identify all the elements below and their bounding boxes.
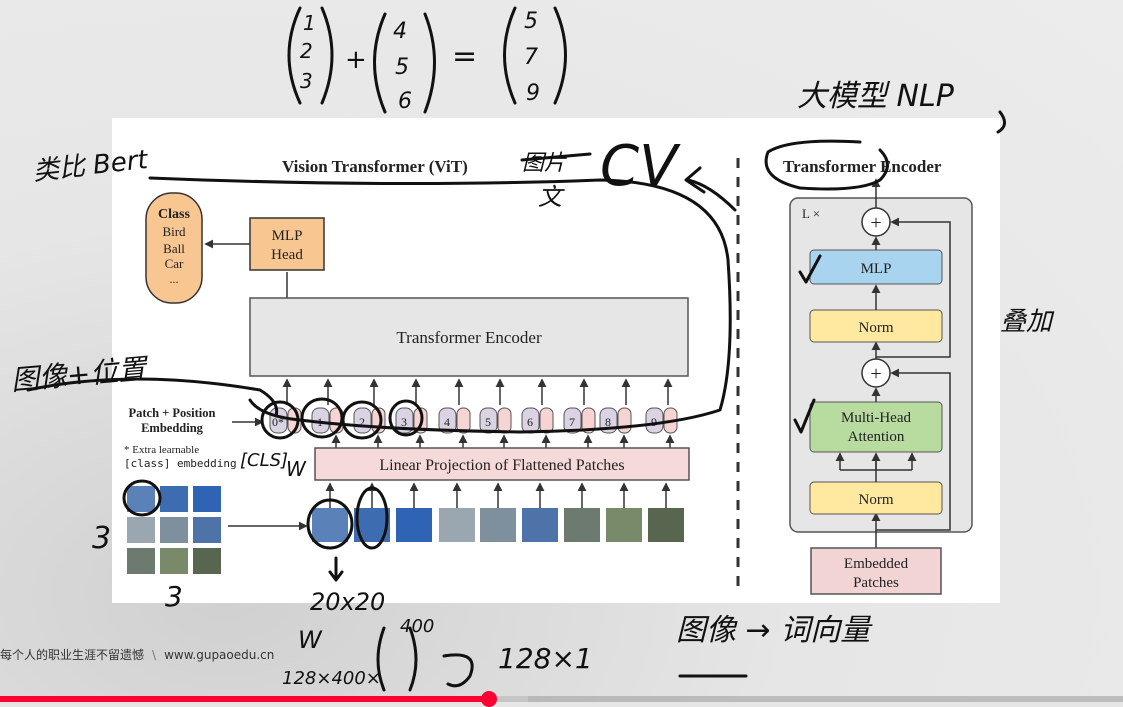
- extra-note-line1: * Extra learnable: [124, 444, 199, 456]
- encoder-title-circle: [764, 139, 889, 191]
- note-w-math: 128×400×: [282, 668, 381, 689]
- vec-a-3: 3: [300, 69, 313, 93]
- class-title: Class: [158, 207, 190, 222]
- mha-line1: Multi-Head: [841, 410, 911, 426]
- mlp-block-label: MLP: [861, 261, 892, 277]
- patch-thumb: [564, 508, 600, 542]
- encoder-block: L × Norm Multi-Head Attention + Norm MLP…: [789, 178, 973, 548]
- patch-embedding-line1: Patch + Position: [129, 406, 216, 420]
- extra-note-line2: [class] embedding: [124, 457, 237, 470]
- progress-fill: [0, 696, 489, 702]
- note-grid-bottom: 3: [165, 580, 183, 613]
- footer-url[interactable]: www.gupaoedu.cn: [164, 648, 275, 662]
- token-up-arrows: [282, 378, 673, 405]
- class-item-car: Car: [165, 256, 184, 271]
- linear-projection-label: Linear Projection of Flattened Patches: [379, 457, 624, 474]
- patch-thumb: [480, 508, 516, 542]
- patch-embedding-line2: Embedding: [141, 421, 204, 435]
- note-patch-size: 20x20: [310, 588, 385, 616]
- linear-projection-box: Linear Projection of Flattened Patches: [314, 447, 690, 481]
- note-big-model: 大模型 NLP: [797, 79, 955, 114]
- note-cut-1: 图片: [522, 151, 568, 176]
- mlp-head-line2: Head: [271, 247, 303, 263]
- token-9-label: 9: [651, 415, 657, 429]
- note-cls: [CLS]: [240, 450, 288, 471]
- class-box: Class Bird Ball Car ...: [145, 192, 203, 304]
- token-4-label: 4: [444, 415, 450, 429]
- plus-top-label: +: [870, 212, 881, 234]
- patch-thumb: [522, 508, 558, 542]
- image-grid: [127, 486, 221, 574]
- video-progress-bar[interactable]: [0, 691, 1123, 707]
- patch-thumb: [312, 508, 348, 542]
- vec-a-2: 2: [300, 39, 313, 63]
- vec-s-2: 7: [524, 45, 538, 70]
- note-image-to-word: 图像 → 词向量: [676, 613, 873, 648]
- transformer-encoder-label: Transformer Encoder: [396, 328, 542, 347]
- token-circles: [260, 397, 424, 440]
- vec-b-3: 6: [398, 89, 412, 114]
- proj-up-arrows: [331, 434, 675, 448]
- footer-separator: \: [152, 648, 157, 662]
- scrubber-handle[interactable]: [480, 691, 497, 707]
- token-3-label: 3: [401, 415, 407, 429]
- footer-slogan: 每个人的职业生涯不留遗憾: [0, 648, 145, 662]
- patch-thumb: [439, 508, 475, 542]
- mha-line2: Attention: [848, 429, 905, 445]
- note-col-400: 400: [400, 616, 434, 637]
- grid-patch-circle: [122, 479, 162, 517]
- patch-circle-2: [355, 486, 389, 550]
- note-image-pos: 图像+位置: [10, 352, 151, 397]
- note-grid-left: 3: [92, 521, 111, 556]
- note-cv: CV: [600, 134, 681, 199]
- note-w-small: W: [286, 457, 307, 481]
- token-2-label: 2: [359, 415, 365, 429]
- embedded-line1: Embedded: [844, 556, 909, 572]
- note-overlay: 叠加: [1000, 307, 1055, 337]
- transformer-encoder-box: Transformer Encoder: [249, 297, 689, 377]
- embedded-line2: Patches: [853, 575, 899, 591]
- note-result: 128×1: [498, 642, 593, 675]
- patch-circle-1: [306, 498, 354, 550]
- vit-title: Vision Transformer (ViT): [282, 157, 468, 176]
- token-5: 5: [479, 407, 512, 434]
- mlp-head-box: MLP Head: [249, 217, 325, 271]
- token-4: 4: [438, 407, 471, 434]
- footer: 每个人的职业生涯不留遗憾 \ www.gupaoedu.cn: [0, 646, 274, 663]
- class-item-ball: Ball: [163, 241, 185, 256]
- note-cut-2: 文: [538, 183, 565, 211]
- token-7: 7: [563, 407, 596, 434]
- token-8-label: 8: [605, 415, 611, 429]
- token-5-label: 5: [485, 415, 491, 429]
- token-6-label: 6: [527, 415, 533, 429]
- bert-loop: [148, 176, 732, 434]
- embedded-patches-box: Embedded Patches: [810, 547, 942, 595]
- patch-thumb: [396, 508, 432, 542]
- norm-bottom-label: Norm: [859, 492, 894, 508]
- patch-up-arrows: [325, 482, 671, 508]
- patch-thumb: [606, 508, 642, 542]
- class-item-bird: Bird: [162, 224, 186, 239]
- token-7-label: 7: [569, 415, 575, 429]
- patch-thumb: [648, 508, 684, 542]
- mlp-head-line1: MLP: [272, 228, 303, 244]
- encoder-title: Transformer Encoder: [783, 157, 942, 176]
- vec-s-3: 9: [526, 81, 540, 106]
- class-item-more: ...: [170, 272, 179, 286]
- vec-s-1: 5: [524, 9, 538, 34]
- encoder-lx: L ×: [802, 206, 820, 221]
- plus-bottom-label: +: [870, 363, 881, 385]
- vector-equation: 1 2 3 + 4 5 6 = 5 7 9: [287, 6, 567, 114]
- token-6: 6: [521, 407, 554, 434]
- vec-plus: +: [345, 45, 367, 75]
- vec-equals: =: [452, 39, 477, 74]
- note-bert: 类比 Bert: [32, 145, 150, 187]
- norm-top-label: Norm: [859, 320, 894, 336]
- patch-row: [312, 508, 684, 542]
- note-w: W: [298, 626, 323, 654]
- vec-a-1: 1: [303, 11, 316, 35]
- vec-b-1: 4: [393, 19, 407, 44]
- vec-b-2: 5: [395, 55, 409, 80]
